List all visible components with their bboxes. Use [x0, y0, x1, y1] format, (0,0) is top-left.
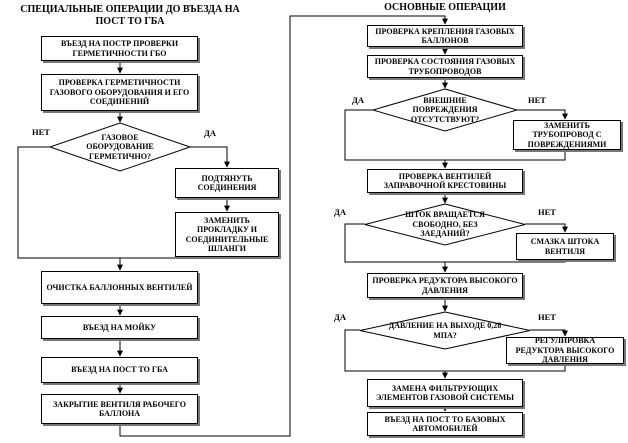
step-label: ЗАМЕНИТЬ ПРОКЛАДКУ И СОЕДИНИТЕЛЬНЫЕ ШЛАН…: [185, 215, 269, 254]
decision-label: ВНЕШНИЕ ПОВРЕЖДЕНИЯ ОТСУТСТВУЮТ?: [410, 95, 480, 124]
step-adjust-high-pressure-reducer: РЕГУЛИРОВКА РЕДУКТОРА ВЫСОКОГО ДАВЛЕНИЯ: [506, 336, 624, 365]
step-label: ВЪЕЗД НА МОЙКУ: [82, 322, 157, 332]
step-tighten-connections: ПОДТЯНУТЬ СОЕДИНЕНИЯ: [175, 168, 279, 198]
step-check-filling-cross-valves: ПРОВЕРКА ВЕНТИЛЕЙ ЗАПРАВОЧНОЙ КРЕСТОВИНЫ: [367, 169, 523, 193]
step-check-gas-equipment-tightness: ПРОВЕРКА ГЕРМЕТИЧНОСТИ ГАЗОВОГО ОБОРУДОВ…: [41, 74, 198, 111]
step-label: ОЧИСТКА БАЛЛОННЫХ ВЕНТИЛЕЙ: [46, 282, 193, 292]
label-yes: ДА: [334, 312, 346, 322]
label-yes: ДА: [334, 207, 346, 217]
label-no: НЕТ: [538, 312, 556, 322]
label-yes: ДА: [352, 95, 364, 105]
step-label: ЗАКРЫТИЕ ВЕНТИЛЯ РАБОЧЕГО БАЛЛОНА: [53, 399, 186, 419]
decision-label: ДАВЛЕНИЕ НА ВЫХОДЕ 0,28 МПА?: [388, 321, 502, 340]
step-close-working-cylinder-valve: ЗАКРЫТИЕ ВЕНТИЛЯ РАБОЧЕГО БАЛЛОНА: [41, 394, 198, 424]
decision-label: ШТОК ВРАЩАЕТСЯ СВОБОДНО, БЕЗ ЗАЕДАНИЙ?: [405, 210, 485, 239]
decision-label: ГАЗОВОЕ ОБОРУДОВАНИЕ ГЕРМЕТИЧНО?: [86, 132, 154, 161]
step-check-high-pressure-reducer: ПРОВЕРКА РЕДУКТОРА ВЫСОКОГО ДАВЛЕНИЯ: [367, 273, 523, 298]
step-replace-damaged-pipeline: ЗАМЕНИТЬ ТРУБОПРОВОД С ПОВРЕЖДЕНИЯМИ: [513, 120, 621, 150]
decision-no-external-damage: ВНЕШНИЕ ПОВРЕЖДЕНИЯ ОТСУТСТВУЮТ?: [371, 88, 519, 132]
step-label: ВЪЕЗД НА ПОСТ ТО БАЗОВЫХ АВТОМОБИЛЕЙ: [384, 414, 506, 434]
step-enter-wash: ВЪЕЗД НА МОЙКУ: [41, 316, 198, 339]
step-enter-gba-post: ВЪЕЗД НА ПОСТ ТО ГБА: [41, 357, 198, 383]
step-label: СМАЗКА ШТОКА ВЕНТИЛЯ: [530, 237, 600, 256]
step-label: ПРОВЕРКА ВЕНТИЛЕЙ ЗАПРАВОЧНОЙ КРЕСТОВИНЫ: [383, 171, 507, 191]
step-label: ПРОВЕРКА СОСТОЯНИЯ ГАЗОВЫХ ТРУБОПРОВОДОВ: [374, 57, 516, 76]
step-label: ЗАМЕНА ФИЛЬТРУЮЩИХ ЭЛЕМЕНТОВ ГАЗОВОЙ СИС…: [376, 383, 514, 403]
left-column-title: СПЕЦИАЛЬНЫЕ ОПЕРАЦИИ ДО ВЪЕЗДА НА ПОСТ Т…: [20, 4, 240, 27]
step-label: ЗАМЕНИТЬ ТРУБОПРОВОД С ПОВРЕЖДЕНИЯМИ: [527, 120, 607, 149]
step-label: ПРОВЕРКА ГЕРМЕТИЧНОСТИ ГАЗОВОГО ОБОРУДОВ…: [49, 78, 190, 107]
step-enter-base-vehicle-post: ВЪЕЗД НА ПОСТ ТО БАЗОВЫХ АВТОМОБИЛЕЙ: [367, 412, 523, 436]
label-no: НЕТ: [538, 207, 556, 217]
decision-stem-rotates-freely: ШТОК ВРАЩАЕТСЯ СВОБОДНО, БЕЗ ЗАЕДАНИЙ?: [364, 203, 526, 246]
step-replace-filter-elements: ЗАМЕНА ФИЛЬТРУЮЩИХ ЭЛЕМЕНТОВ ГАЗОВОЙ СИС…: [367, 379, 523, 407]
step-label: ВЪЕЗД НА ПОСТ ТО ГБА: [71, 365, 168, 375]
step-replace-gasket-and-hoses: ЗАМЕНИТЬ ПРОКЛАДКУ И СОЕДИНИТЕЛЬНЫЕ ШЛАН…: [175, 212, 279, 257]
step-label: ПРОВЕРКА КРЕПЛЕНИЯ ГАЗОВЫХ БАЛЛОНОВ: [375, 26, 515, 46]
step-check-cylinder-mounting: ПРОВЕРКА КРЕПЛЕНИЯ ГАЗОВЫХ БАЛЛОНОВ: [367, 25, 523, 47]
step-check-gas-pipelines: ПРОВЕРКА СОСТОЯНИЯ ГАЗОВЫХ ТРУБОПРОВОДОВ: [367, 55, 523, 78]
label-yes: ДА: [204, 128, 216, 138]
step-lubricate-valve-stem: СМАЗКА ШТОКА ВЕНТИЛЯ: [516, 233, 614, 260]
right-column-title: ОСНОВНЫЕ ОПЕРАЦИИ: [384, 2, 506, 13]
label-no: НЕТ: [528, 95, 546, 105]
step-enter-leak-check-post: ВЪЕЗД НА ПОСТР ПРОВЕРКИ ГЕРМЕТИЧНОСТИ ГБ…: [41, 36, 198, 61]
step-label: РЕГУЛИРОВКА РЕДУКТОРА ВЫСОКОГО ДАВЛЕНИЯ: [515, 336, 615, 365]
step-label: ВЪЕЗД НА ПОСТР ПРОВЕРКИ ГЕРМЕТИЧНОСТИ ГБ…: [60, 39, 179, 58]
decision-equipment-tight: ГАЗОВОЕ ОБОРУДОВАНИЕ ГЕРМЕТИЧНО?: [48, 122, 192, 172]
step-clean-cylinder-valves: ОЧИСТКА БАЛЛОННЫХ ВЕНТИЛЕЙ: [41, 271, 198, 304]
step-label: ПРОВЕРКА РЕДУКТОРА ВЫСОКОГО ДАВЛЕНИЯ: [372, 276, 518, 295]
decision-output-pressure: ДАВЛЕНИЕ НА ВЫХОДЕ 0,28 МПА?: [359, 311, 531, 350]
step-label: ПОДТЯНУТЬ СОЕДИНЕНИЯ: [197, 173, 257, 193]
label-no: НЕТ: [32, 127, 50, 137]
